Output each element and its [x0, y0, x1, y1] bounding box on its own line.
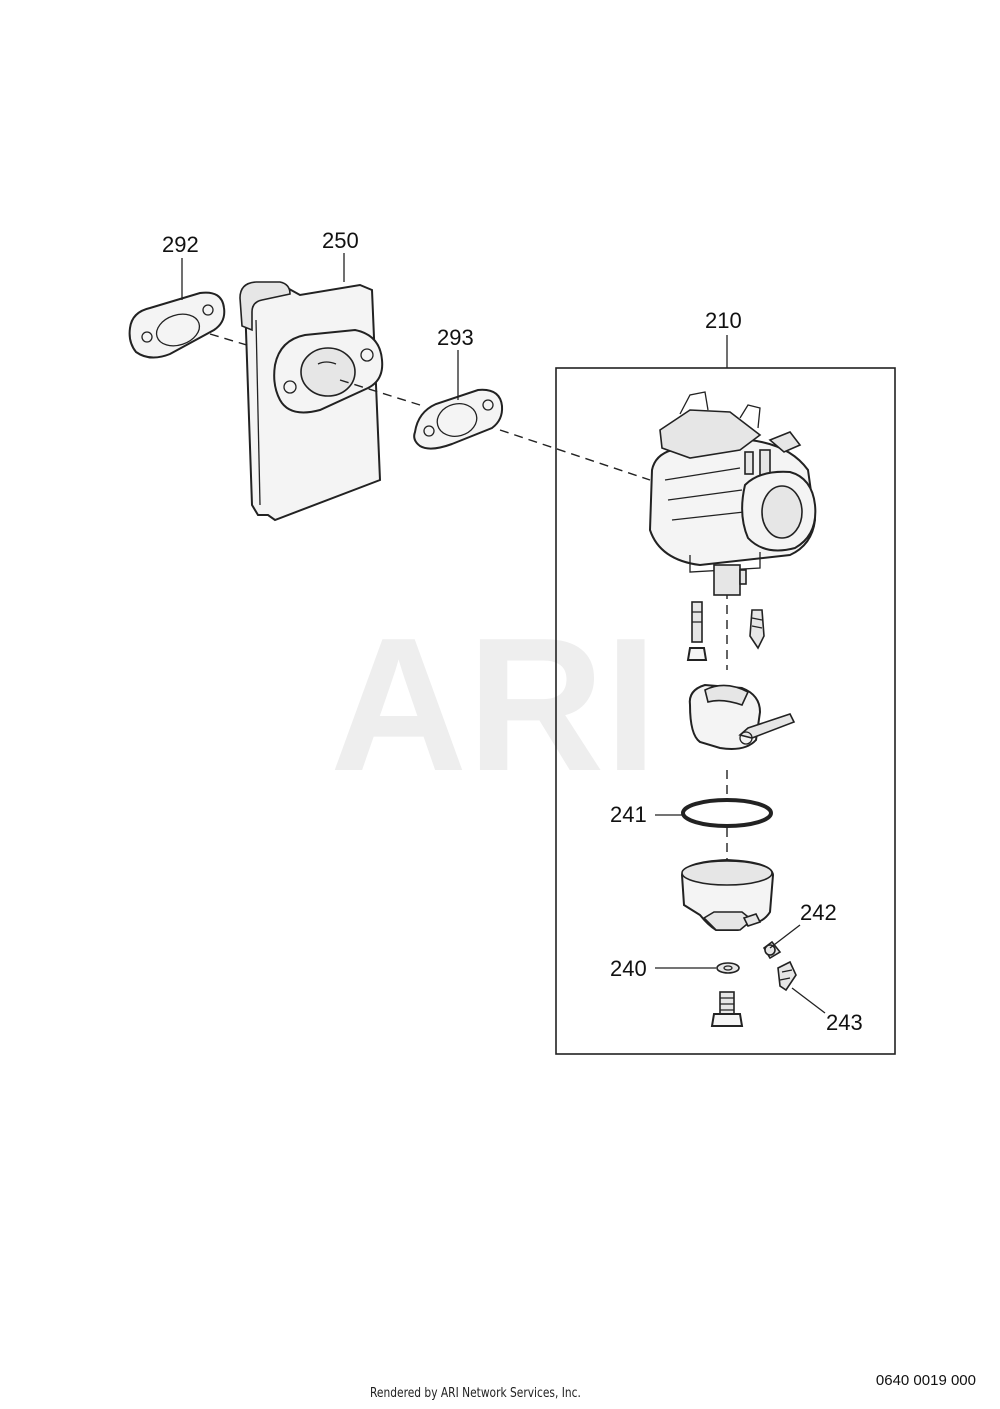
part-242-screw[interactable]: [762, 940, 782, 960]
callout-242: 242: [800, 900, 837, 925]
diagram-code: 0640 0019 000: [875, 1372, 976, 1389]
needle-valve[interactable]: [749, 609, 765, 650]
callout-293: 293: [437, 325, 474, 350]
main-jet[interactable]: [686, 601, 708, 661]
callout-240: 240: [610, 956, 647, 981]
watermark: ARI: [330, 599, 657, 811]
part-240-washer[interactable]: [716, 962, 740, 974]
callout-250: 250: [322, 228, 359, 253]
footer-credit: Rendered by ARI Network Services, Inc.: [370, 1386, 581, 1401]
part-292-gasket[interactable]: [128, 291, 226, 359]
callout-210: 210: [705, 308, 742, 333]
callout-292: 292: [162, 232, 199, 257]
assembly-box-210: [555, 367, 896, 1055]
part-250-insulator-plate[interactable]: [239, 281, 384, 522]
callout-243: 243: [826, 1010, 863, 1035]
float-bowl[interactable]: [680, 858, 775, 931]
bowl-bolt[interactable]: [710, 991, 744, 1027]
float[interactable]: [688, 683, 796, 750]
part-241-o-ring[interactable]: [681, 798, 773, 828]
carburetor-body[interactable]: [648, 391, 817, 596]
part-243-drain-screw[interactable]: [777, 960, 797, 992]
alignment-lines: [209, 333, 728, 862]
callout-241: 241: [610, 802, 647, 827]
part-293-gasket[interactable]: [413, 388, 504, 450]
leader-lines: [181, 253, 826, 1014]
